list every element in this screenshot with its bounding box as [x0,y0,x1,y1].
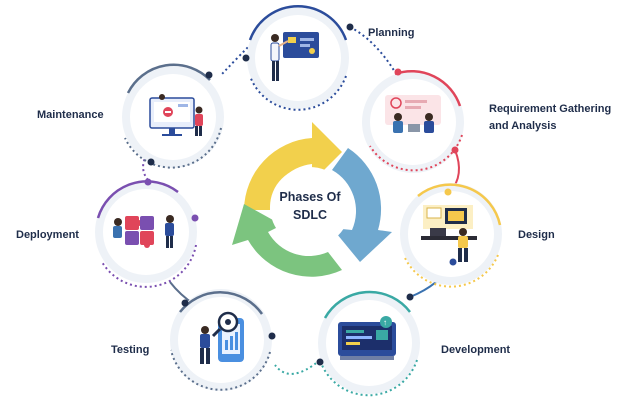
phase-testing-node [170,289,272,391]
designer-at-desk-icon [421,205,477,262]
team-analysis-icon [385,95,441,133]
phase-label-requirement: Requirement Gathering and Analysis [489,103,612,132]
monitor-repair-icon [149,94,203,136]
phase-label-deployment: Deployment [16,229,79,241]
magnifier-inspection-icon [200,311,244,364]
phase-label-design: Design [518,229,555,241]
central-cycle: Phases Of SDLC [232,122,392,277]
phase-deployment-node [95,180,197,288]
phase-maintenance-node [122,63,224,169]
phase-design-node [400,183,502,288]
phase-label-maintenance: Maintenance [37,109,104,121]
cycle-arrow-blue [332,148,392,262]
presenter-at-board-icon [270,32,319,81]
phase-label-planning: Planning [368,27,415,39]
phase-requirement-node [362,69,464,173]
phase-label-testing: Testing [111,344,150,356]
phase-development-node: ↑ [318,290,420,397]
center-title-line2: SDLC [293,208,327,222]
cycle-arrow-green [232,204,342,277]
svg-text:↑: ↑ [383,318,387,327]
phase-label-development: Development [441,344,511,356]
puzzle-assembly-icon [113,215,174,248]
center-title-line1: Phases Of [279,190,341,204]
phase-planning-node [247,4,349,111]
cycle-arrow-yellow [244,122,342,210]
code-screen-icon: ↑ [338,316,396,360]
